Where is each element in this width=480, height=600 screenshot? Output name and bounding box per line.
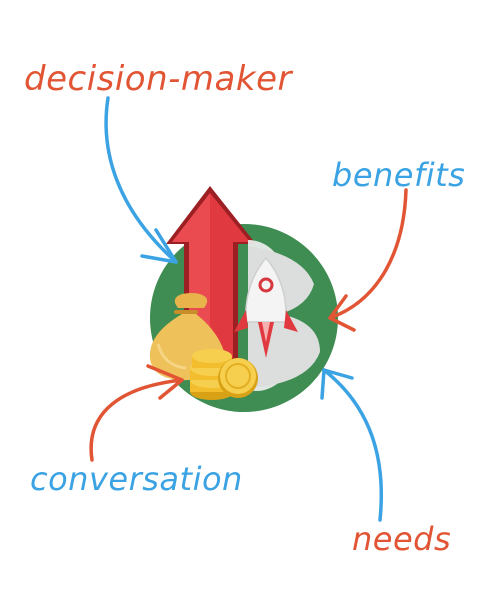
decision-maker-connector: [104, 96, 178, 264]
label-decision-maker: decision-maker: [24, 59, 293, 99]
benefits-connector: [328, 188, 408, 332]
rocket-icon: [234, 239, 320, 391]
needs-connector: [320, 368, 384, 522]
growth-emblem-icon: [149, 186, 338, 412]
label-needs: needs: [352, 520, 451, 558]
conversation-connector: [89, 364, 184, 462]
label-conversation: conversation: [30, 460, 243, 498]
coin-stack-icon: [190, 349, 258, 400]
label-benefits: benefits: [332, 156, 465, 194]
